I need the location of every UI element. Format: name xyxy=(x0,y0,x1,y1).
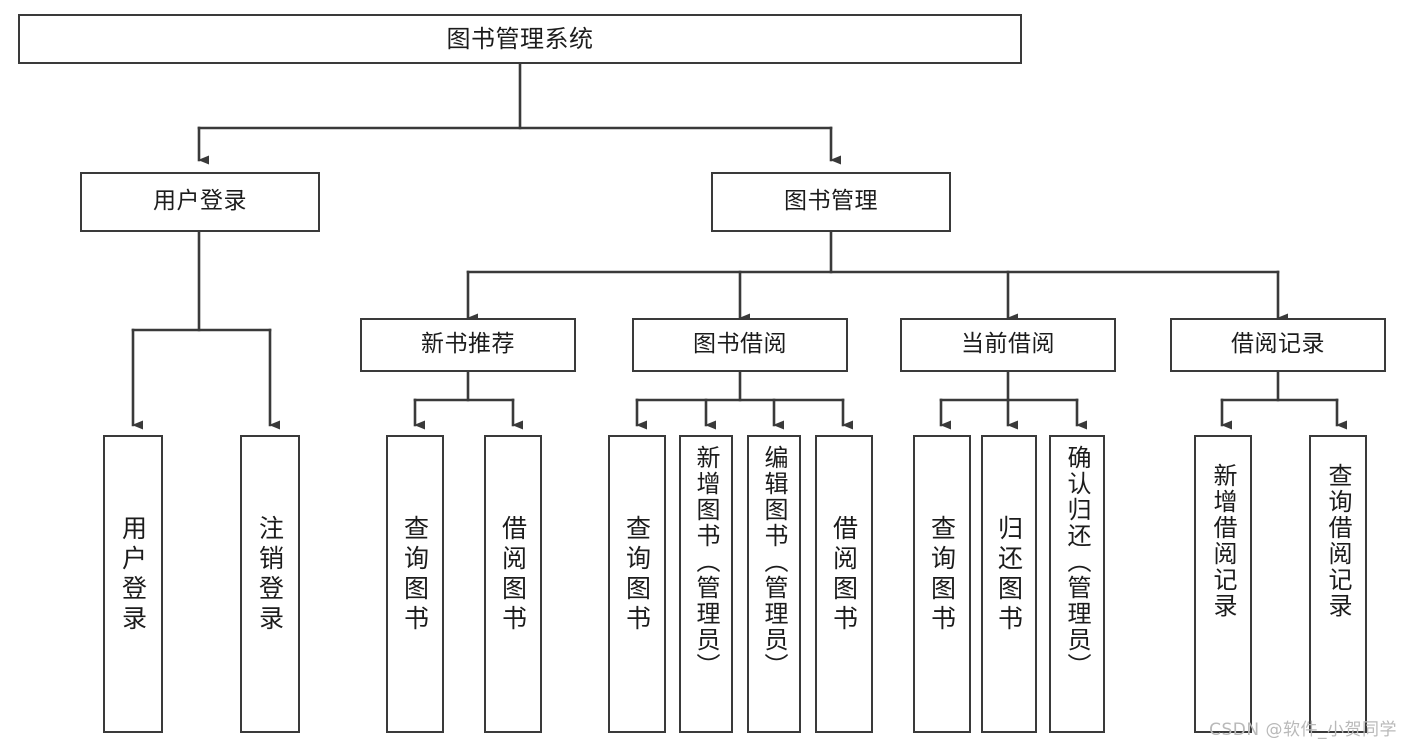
node-new-book-recommend[interactable]: 新书推荐 xyxy=(360,318,576,372)
node-leaf-query-record-label: 查询借阅记录 xyxy=(1324,463,1352,619)
node-leaf-query-book-1[interactable]: 查询图书 xyxy=(386,435,444,733)
node-user-login[interactable]: 用户登录 xyxy=(80,172,320,232)
node-leaf-query-record[interactable]: 查询借阅记录 xyxy=(1309,435,1367,733)
node-leaf-return-book[interactable]: 归还图书 xyxy=(981,435,1037,733)
node-leaf-borrow-book-1-label: 借阅图书 xyxy=(498,515,528,635)
node-leaf-query-book-3-label: 查询图书 xyxy=(927,515,957,635)
node-leaf-edit-book-label: 编辑图书（管理员） xyxy=(760,445,788,679)
node-root[interactable]: 图书管理系统 xyxy=(18,14,1022,64)
node-borrow-record-label: 借阅记录 xyxy=(1231,331,1325,358)
node-leaf-add-book[interactable]: 新增图书（管理员） xyxy=(679,435,733,733)
node-leaf-borrow-book-1[interactable]: 借阅图书 xyxy=(484,435,542,733)
node-leaf-confirm-return[interactable]: 确认归还（管理员） xyxy=(1049,435,1105,733)
node-leaf-user-login-label: 用户登录 xyxy=(118,515,148,635)
node-new-book-recommend-label: 新书推荐 xyxy=(421,331,515,358)
node-root-label: 图书管理系统 xyxy=(446,24,594,53)
node-leaf-edit-book[interactable]: 编辑图书（管理员） xyxy=(747,435,801,733)
node-leaf-add-record[interactable]: 新增借阅记录 xyxy=(1194,435,1252,733)
node-current-borrow-label: 当前借阅 xyxy=(961,331,1055,358)
node-leaf-logout-login[interactable]: 注销登录 xyxy=(240,435,300,733)
node-leaf-query-book-3[interactable]: 查询图书 xyxy=(913,435,971,733)
node-leaf-add-record-label: 新增借阅记录 xyxy=(1209,463,1237,619)
node-leaf-add-book-label: 新增图书（管理员） xyxy=(692,445,720,679)
node-book-manage-label: 图书管理 xyxy=(784,188,878,215)
node-current-borrow[interactable]: 当前借阅 xyxy=(900,318,1116,372)
node-book-borrow[interactable]: 图书借阅 xyxy=(632,318,848,372)
node-book-borrow-label: 图书借阅 xyxy=(693,331,787,358)
node-leaf-confirm-return-label: 确认归还（管理员） xyxy=(1063,445,1091,679)
node-leaf-return-book-label: 归还图书 xyxy=(994,515,1024,635)
node-leaf-query-book-2-label: 查询图书 xyxy=(622,515,652,635)
node-user-login-label: 用户登录 xyxy=(153,188,247,215)
node-leaf-borrow-book-2-label: 借阅图书 xyxy=(829,515,859,635)
node-leaf-user-login[interactable]: 用户登录 xyxy=(103,435,163,733)
node-leaf-logout-login-label: 注销登录 xyxy=(255,515,285,635)
node-leaf-borrow-book-2[interactable]: 借阅图书 xyxy=(815,435,873,733)
node-leaf-query-book-2[interactable]: 查询图书 xyxy=(608,435,666,733)
node-leaf-query-book-1-label: 查询图书 xyxy=(400,515,430,635)
node-book-manage[interactable]: 图书管理 xyxy=(711,172,951,232)
node-borrow-record[interactable]: 借阅记录 xyxy=(1170,318,1386,372)
